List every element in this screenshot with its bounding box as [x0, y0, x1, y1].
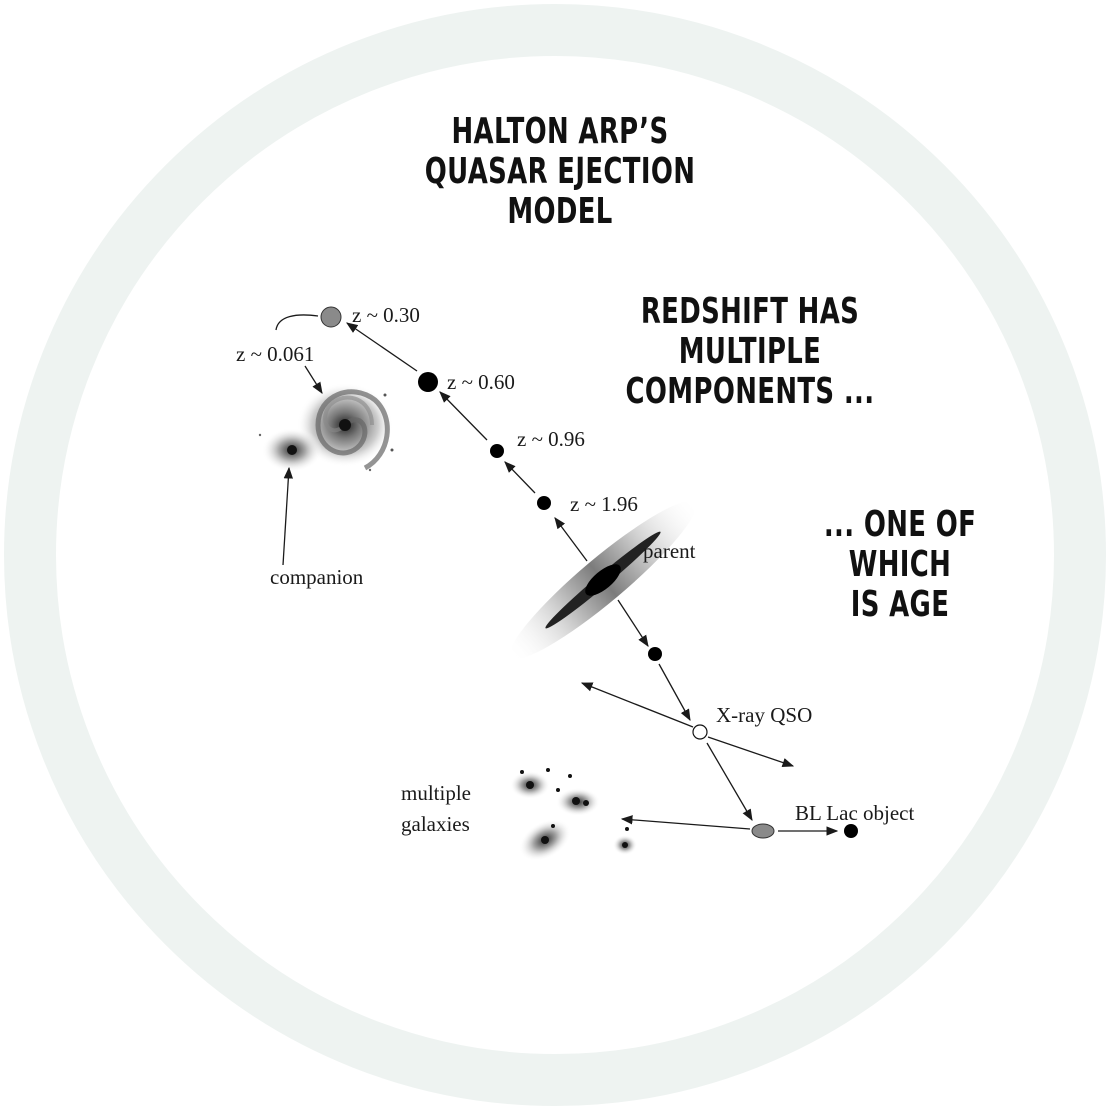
ejection-arrows	[275, 314, 839, 836]
arrow-xray-upper-left	[580, 682, 694, 728]
age-heading-line-1: ... ONE OF WHICH	[823, 504, 977, 585]
label-multiple: multiple	[401, 781, 471, 805]
frame-ring	[4, 4, 1106, 1106]
label-bllac: BL Lac object	[795, 801, 915, 825]
main-title-line-3: MODEL	[507, 191, 613, 232]
label-companion: companion	[270, 565, 364, 589]
arrow-to-xray	[658, 663, 691, 722]
arrow-z030-curve	[275, 314, 319, 331]
main-title-line-1: HALTON ARP’S	[451, 111, 669, 152]
label-parent: parent	[643, 539, 696, 563]
far-right-dot	[844, 824, 858, 838]
age-heading-line-2: IS AGE	[850, 584, 950, 625]
label-z060: z ~ 0.60	[447, 370, 515, 394]
arrow-z060-to-z030	[346, 322, 418, 372]
bllac-dot	[751, 823, 775, 839]
label-z196: z ~ 1.96	[570, 492, 638, 516]
arrow-parent-to-z196	[554, 517, 588, 562]
quasar-lower-dot	[648, 647, 662, 661]
label-xray-qso: X-ray QSO	[716, 703, 812, 727]
arrow-xray-lower-right	[707, 736, 795, 768]
quasar-z196-dot	[537, 496, 551, 510]
redshift-heading-line-2: MULTIPLE	[678, 331, 822, 372]
main-title-line-2: QUASAR EJECTION	[424, 151, 696, 192]
quasar-z030-dot	[320, 306, 342, 328]
arrow-xray-to-bllac	[706, 742, 753, 822]
xray-qso-dot	[692, 724, 708, 740]
multiple-galaxies-image	[510, 768, 637, 861]
spiral-galaxy-image	[258, 383, 394, 472]
label-z096: z ~ 0.96	[517, 427, 585, 451]
redshift-heading-line-3: COMPONENTS ...	[625, 371, 875, 412]
redshift-heading-line-1: REDSHIFT HAS	[640, 291, 860, 332]
arrow-z196-to-z096	[504, 461, 536, 494]
arrow-parent-to-lower	[617, 599, 649, 647]
parent-galaxy-image	[509, 501, 697, 659]
quasar-z060-dot	[418, 372, 438, 392]
main-title: HALTON ARP’S QUASAR EJECTION MODEL	[416, 112, 704, 232]
arrow-z096-to-z060	[439, 391, 488, 441]
label-z030: z ~ 0.30	[352, 303, 420, 327]
arrow-bllac-to-galaxies	[620, 815, 751, 830]
redshift-heading: REDSHIFT HAS MULTIPLE COMPONENTS ...	[613, 292, 887, 412]
arrow-to-spiral	[304, 365, 323, 394]
age-heading: ... ONE OF WHICH IS AGE	[778, 505, 1023, 625]
quasar-z096-dot	[490, 444, 504, 458]
label-z0061: z ~ 0.061	[236, 342, 314, 366]
label-galaxies: galaxies	[401, 812, 470, 836]
arrow-to-companion	[282, 466, 294, 566]
